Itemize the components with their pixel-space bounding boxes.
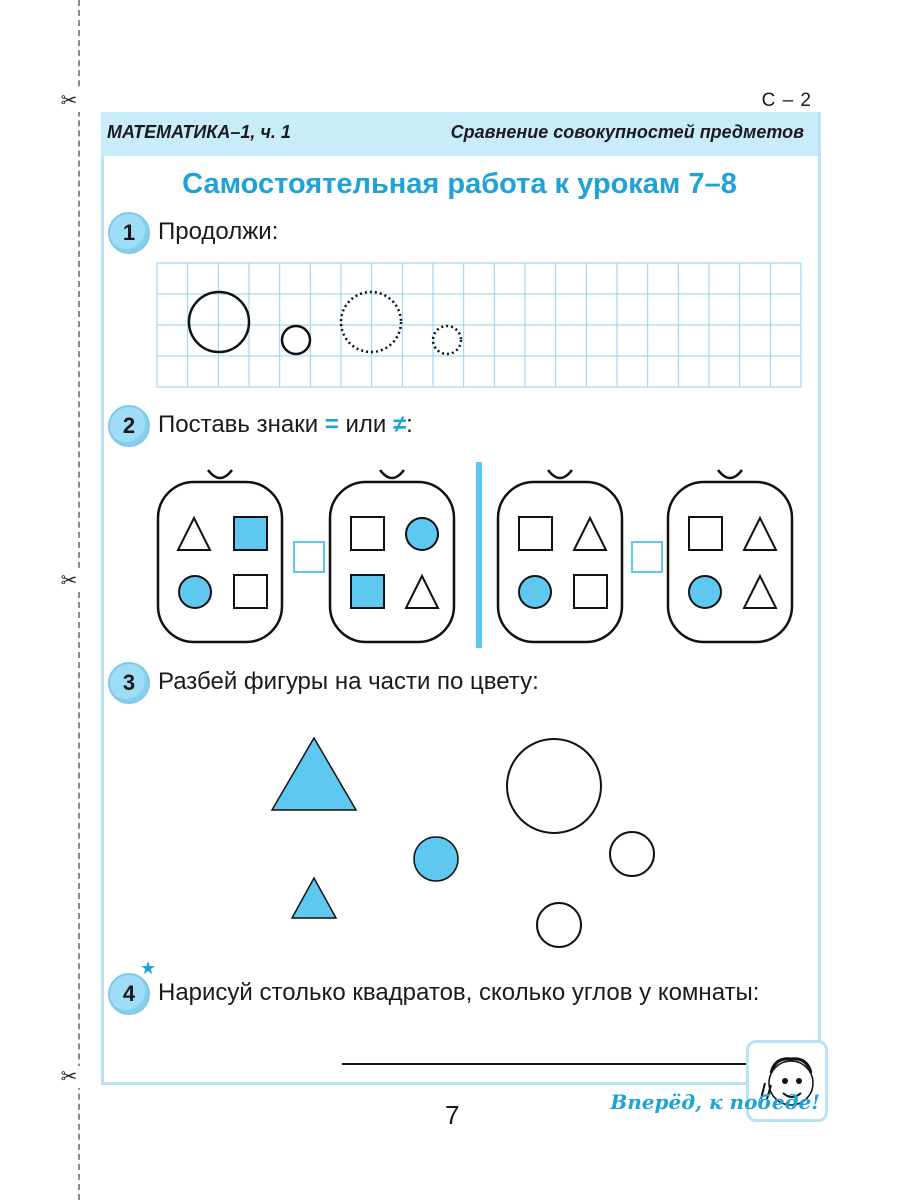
- blue-square: [350, 574, 385, 609]
- task-3-text: Разбей фигуры на части по цвету:: [158, 668, 539, 695]
- grid-sequence: [156, 262, 802, 388]
- small-dotted-circle: [431, 324, 463, 356]
- answer-box-2: [631, 541, 663, 573]
- task-number-1: 1: [108, 212, 150, 254]
- boy-face-icon: [760, 1057, 814, 1106]
- white-square: [573, 574, 608, 609]
- white-square: [688, 516, 723, 551]
- cut-line: [78, 0, 80, 1200]
- triangle-outline: [742, 573, 778, 609]
- triangle-outline: [176, 515, 212, 551]
- blue-circle: [688, 575, 722, 609]
- motto: Вперёд, к победе!: [610, 1090, 820, 1114]
- bag-4: [666, 469, 794, 644]
- not-equal-sign: ≠: [392, 411, 407, 438]
- topic-title: Сравнение совокупностей предметов: [450, 122, 804, 142]
- boy-icon: [746, 1040, 828, 1122]
- small-blue-triangle: [290, 876, 338, 919]
- comparison-bags: [156, 462, 794, 648]
- white-square: [233, 574, 268, 609]
- page-frame: [101, 112, 821, 1085]
- figures-by-color: [270, 736, 655, 948]
- small-white-circle: [536, 902, 582, 948]
- book-title: МАТЕМАТИКА–1, ч. 1: [107, 122, 291, 142]
- large-white-circle: [506, 738, 602, 834]
- page-number: 7: [445, 1100, 460, 1130]
- medium-white-circle: [609, 831, 655, 877]
- equal-sign: =: [324, 411, 339, 438]
- large-blue-triangle: [270, 736, 358, 811]
- triangle-outline: [742, 515, 778, 551]
- task-number-2: 2: [108, 405, 150, 447]
- task-number-4: 4: [108, 973, 150, 1015]
- white-square: [518, 516, 553, 551]
- scissors-icon: ✂: [58, 90, 80, 112]
- blue-circle: [405, 517, 439, 551]
- blue-circle: [178, 575, 212, 609]
- small-solid-circle: [280, 324, 312, 356]
- bag-3: [496, 469, 624, 644]
- answer-line: [342, 1063, 746, 1065]
- blue-circle: [518, 575, 552, 609]
- blue-circle: [413, 836, 459, 882]
- grid-lines: [156, 262, 802, 388]
- star-icon: ★: [140, 958, 157, 978]
- task-4-text: Нарисуй столько квадратов, сколько углов…: [158, 979, 760, 1006]
- divider-bar: [476, 462, 482, 648]
- bag-1: [156, 469, 284, 644]
- task-1-text: Продолжи:: [158, 218, 279, 245]
- large-dotted-circle: [339, 290, 403, 354]
- scissors-icon: ✂: [58, 570, 80, 592]
- triangle-outline: [404, 573, 440, 609]
- worksheet-code: С – 2: [761, 90, 812, 111]
- triangle-outline: [572, 515, 608, 551]
- large-solid-circle: [187, 290, 251, 354]
- white-square: [350, 516, 385, 551]
- blue-square: [233, 516, 268, 551]
- task-number-3: 3: [108, 662, 150, 704]
- bag-2: [328, 469, 456, 644]
- page-header: МАТЕМАТИКА–1, ч. 1 Сравнение совокупност…: [101, 112, 818, 156]
- task-2-text: Поставь знаки = или ≠:: [158, 411, 413, 438]
- answer-box-1: [293, 541, 325, 573]
- page-title: Самостоятельная работа к урокам 7–8: [182, 168, 737, 200]
- scissors-icon: ✂: [58, 1066, 80, 1088]
